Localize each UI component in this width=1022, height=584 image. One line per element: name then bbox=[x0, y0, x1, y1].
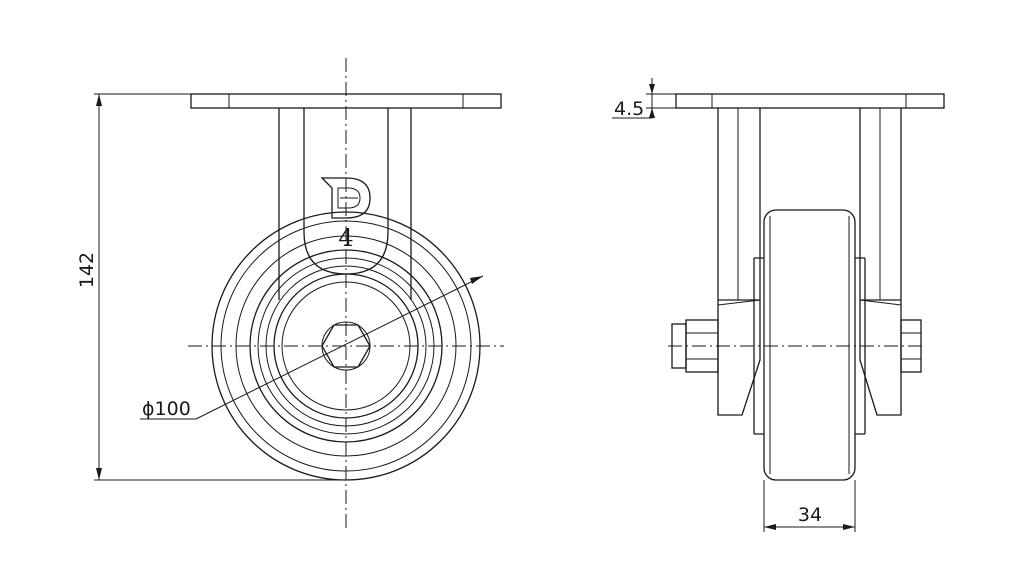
diameter-dimension-label: ϕ100 bbox=[142, 398, 191, 420]
side-wheel bbox=[763, 209, 856, 481]
plate-thickness-label: 4.5 bbox=[614, 98, 644, 120]
diameter-dimension: ϕ100 bbox=[140, 275, 484, 420]
height-dimension: 142 bbox=[76, 93, 340, 481]
fork-body bbox=[278, 108, 412, 300]
side-top-plate bbox=[675, 93, 945, 109]
side-view: 4.5 34 bbox=[612, 78, 945, 532]
height-dimension-label: 142 bbox=[76, 252, 98, 288]
brand-logo: 4 bbox=[320, 177, 371, 252]
wheel-width-label: 34 bbox=[798, 504, 822, 526]
wheel-width-dimension: 34 bbox=[763, 480, 856, 532]
logo-number: 4 bbox=[338, 224, 353, 252]
side-fork-legs bbox=[717, 108, 902, 416]
front-view: 4 142 ϕ100 bbox=[76, 58, 504, 528]
plate-thickness-dimension: 4.5 bbox=[612, 78, 676, 120]
